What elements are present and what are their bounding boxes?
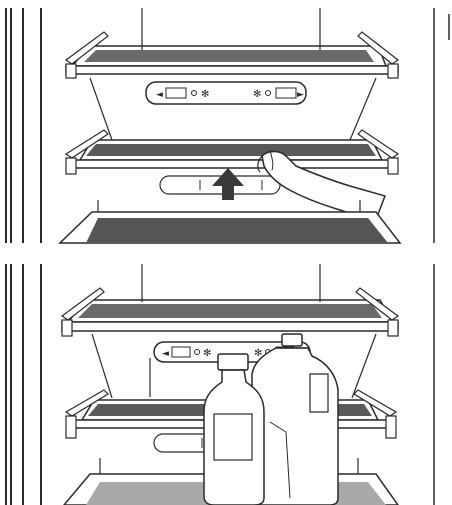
left-wall (6, 8, 41, 243)
svg-text:✻: ✻ (203, 348, 211, 359)
middle-shelf (66, 130, 398, 174)
svg-text:◄: ◄ (162, 349, 169, 359)
arrow-icon: ◄ (156, 90, 163, 100)
top-shelf (66, 32, 398, 78)
control-panel: ◄ ✻ ✻ ► (146, 82, 306, 104)
panel-shelf-with-bottles: ◄ ✻ ✻ ► (0, 262, 452, 505)
fridge-interior-top: ◄ ✻ ✻ ► (0, 0, 452, 245)
left-wall (6, 264, 41, 505)
svg-text:✻: ✻ (253, 89, 261, 100)
right-wall (434, 8, 449, 243)
fridge-interior-bottom: ◄ ✻ ✻ ► (0, 262, 452, 505)
jug-icon (252, 334, 338, 505)
up-arrow-icon (212, 168, 244, 200)
panel-adjust-shelf: ◄ ✻ ✻ ► (0, 0, 452, 245)
svg-text:►: ► (297, 90, 304, 100)
upper-shelf (62, 288, 398, 336)
snowflake-icon: ✻ (201, 89, 209, 100)
